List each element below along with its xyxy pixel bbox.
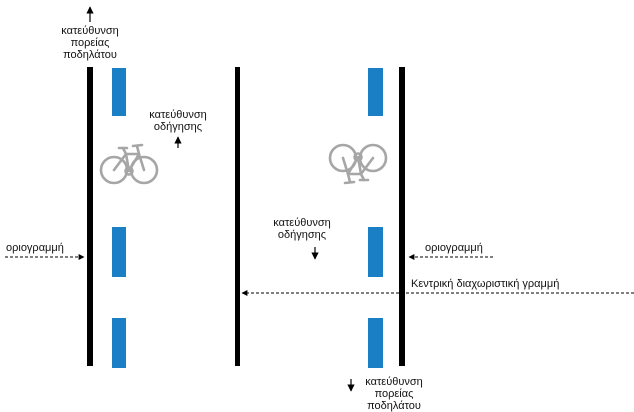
left-border-line — [87, 67, 93, 366]
drive-direction-left-label: κατεύθυνση οδήγησης — [149, 109, 207, 133]
lane-marking-dash — [112, 318, 126, 368]
bike-direction-bottom-label: κατεύθυνση πορείας ποδηλάτου — [365, 376, 423, 412]
drive-direction-right-label: κατεύθυνση οδήγησης — [273, 217, 331, 241]
lane-marking-dash — [368, 318, 383, 368]
center-line-label: Κεντρική διαχωριστική γραμμή — [411, 278, 560, 290]
bicycle-icon — [99, 143, 159, 185]
bike-direction-top-label: κατεύθυνση πορείας ποδηλάτου — [61, 25, 119, 61]
lane-marking-dash — [368, 68, 383, 116]
right-border-line — [399, 67, 405, 366]
left-border-line-label: οριογραμμή — [6, 242, 64, 254]
lane-marking-dash — [112, 68, 126, 116]
lane-marking-dash — [368, 227, 383, 277]
right-border-line-label: οριογραμμή — [425, 242, 483, 254]
lane-marking-dash — [112, 227, 126, 277]
left-lane-edge-line — [235, 67, 240, 366]
bicycle-icon-upside-down — [328, 143, 388, 185]
